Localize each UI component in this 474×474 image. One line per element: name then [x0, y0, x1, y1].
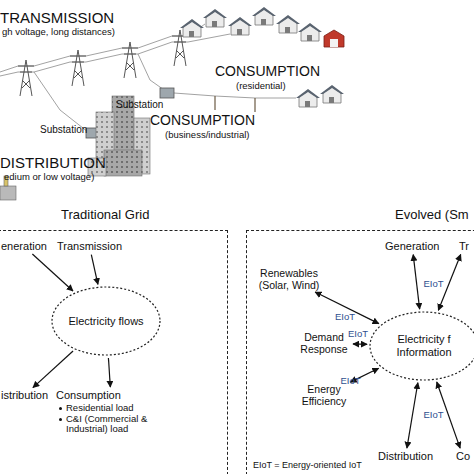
grid-stage: eneration: [1, 240, 47, 253]
stage-label: istribution: [1, 389, 48, 402]
illustration-label: CONSUMPTION: [150, 113, 255, 128]
stage-label: Tr: [459, 240, 469, 253]
panel-heading: Traditional Grid: [61, 208, 149, 223]
grid-stage: istribution: [1, 389, 48, 402]
bullet-dot: [59, 418, 62, 421]
flow-arrow: [413, 255, 419, 309]
grid-panel: Evolved (SmGenerationTrRenewables (Solar…: [246, 230, 474, 474]
eiot-tag: EIoT: [340, 376, 360, 386]
pole-symbol: [254, 98, 255, 112]
list-item: C&I (Commercial & Industrial) load: [56, 414, 161, 436]
power-wire: [34, 72, 88, 132]
distribution-poles: [215, 96, 255, 112]
grid-stage: ConsumptionResidential loadC&I (Commerci…: [56, 389, 168, 435]
grid-panel: Traditional GridenerationTransmissionEle…: [0, 230, 228, 474]
house-symbol: [180, 19, 204, 37]
barn-symbol: [324, 30, 344, 47]
house-symbol: [320, 85, 344, 103]
house-symbol: [298, 23, 322, 41]
eiot-tag: EIoT: [423, 410, 443, 420]
grid-stage: Generation: [385, 240, 439, 253]
transmission-towers: [18, 30, 188, 96]
ellipse-outline: [52, 287, 160, 355]
flow-arrow: [353, 343, 367, 345]
stage-label: eneration: [1, 240, 47, 253]
power-wire: [0, 34, 230, 76]
grid-stage: Renewables (Solar, Wind): [253, 267, 325, 291]
stage-label: Transmission: [57, 240, 122, 253]
grid-stage: Co: [456, 450, 470, 463]
grid-stage: Distribution: [378, 450, 433, 463]
house-symbol: [252, 7, 276, 25]
substation-symbol: [160, 88, 174, 98]
panel-heading: Evolved (Sm: [395, 208, 469, 223]
list-item: Residential load: [56, 403, 161, 414]
abbreviation-note: EIoT = Energy-oriented IoT: [253, 461, 362, 471]
stage-label: Energy Efficiency: [297, 383, 351, 407]
stage-label: Electricity f Information: [388, 333, 460, 358]
stage-label: Distribution: [378, 450, 433, 463]
house-symbol: [276, 15, 300, 33]
tower-symbol: [122, 42, 138, 78]
eiot-tag: EIoT: [423, 279, 443, 289]
illustration-label: TRANSMISSION: [0, 10, 114, 27]
illustration-label: (residential): [236, 81, 286, 91]
stage-label: Renewables (Solar, Wind): [253, 267, 325, 291]
flow-arrow: [315, 292, 379, 324]
power-wire: [0, 24, 205, 72]
plant-symbol: [0, 186, 16, 200]
house-symbol: [203, 9, 227, 27]
power-wire: [174, 93, 296, 98]
eiot-tag: EIoT: [335, 312, 355, 322]
stage-label: Demand Response: [297, 331, 351, 355]
grid-stage: Demand Response: [297, 331, 351, 355]
illustration-label: DISTRIBUTION: [0, 155, 106, 172]
illustration-label: Substation: [40, 124, 87, 135]
illustration-label: Substation: [116, 99, 163, 110]
flow-ellipse: Electricity f Information: [369, 311, 474, 381]
flow-arrow: [108, 358, 110, 387]
flow-arrow: [407, 383, 418, 448]
stage-label: Consumption: [56, 389, 168, 402]
grid-stage: Energy Efficiency: [297, 383, 351, 407]
illustration-label: edium or low voltage): [4, 172, 94, 182]
ellipse-outline: [370, 312, 474, 380]
pole-symbol: [214, 96, 215, 110]
flow-ellipse: Electricity flows: [51, 286, 161, 356]
illustration-label: (business/industrial): [165, 130, 249, 140]
house-symbol: [296, 89, 320, 107]
eiot-tag: EIoT: [348, 329, 368, 339]
grid-stage: Tr: [459, 240, 469, 253]
houses: [180, 7, 344, 107]
stage-label: Generation: [385, 240, 439, 253]
house-symbol: [228, 17, 252, 35]
tower-symbol: [18, 60, 34, 96]
flow-arrow: [33, 351, 73, 388]
illustration-label: gh voltage, long distances): [2, 27, 115, 37]
flow-arrow: [32, 254, 73, 291]
building-symbol: [104, 150, 142, 176]
bullet-dot: [59, 407, 62, 410]
stage-label: Co: [456, 450, 470, 463]
grid-stage: Transmission: [57, 240, 122, 253]
illustration-label: CONSUMPTION: [215, 64, 320, 79]
flow-arrow: [91, 255, 98, 285]
power-wire: [138, 54, 167, 92]
stage-label: Electricity flows: [56, 315, 156, 328]
tower-symbol: [70, 50, 86, 86]
